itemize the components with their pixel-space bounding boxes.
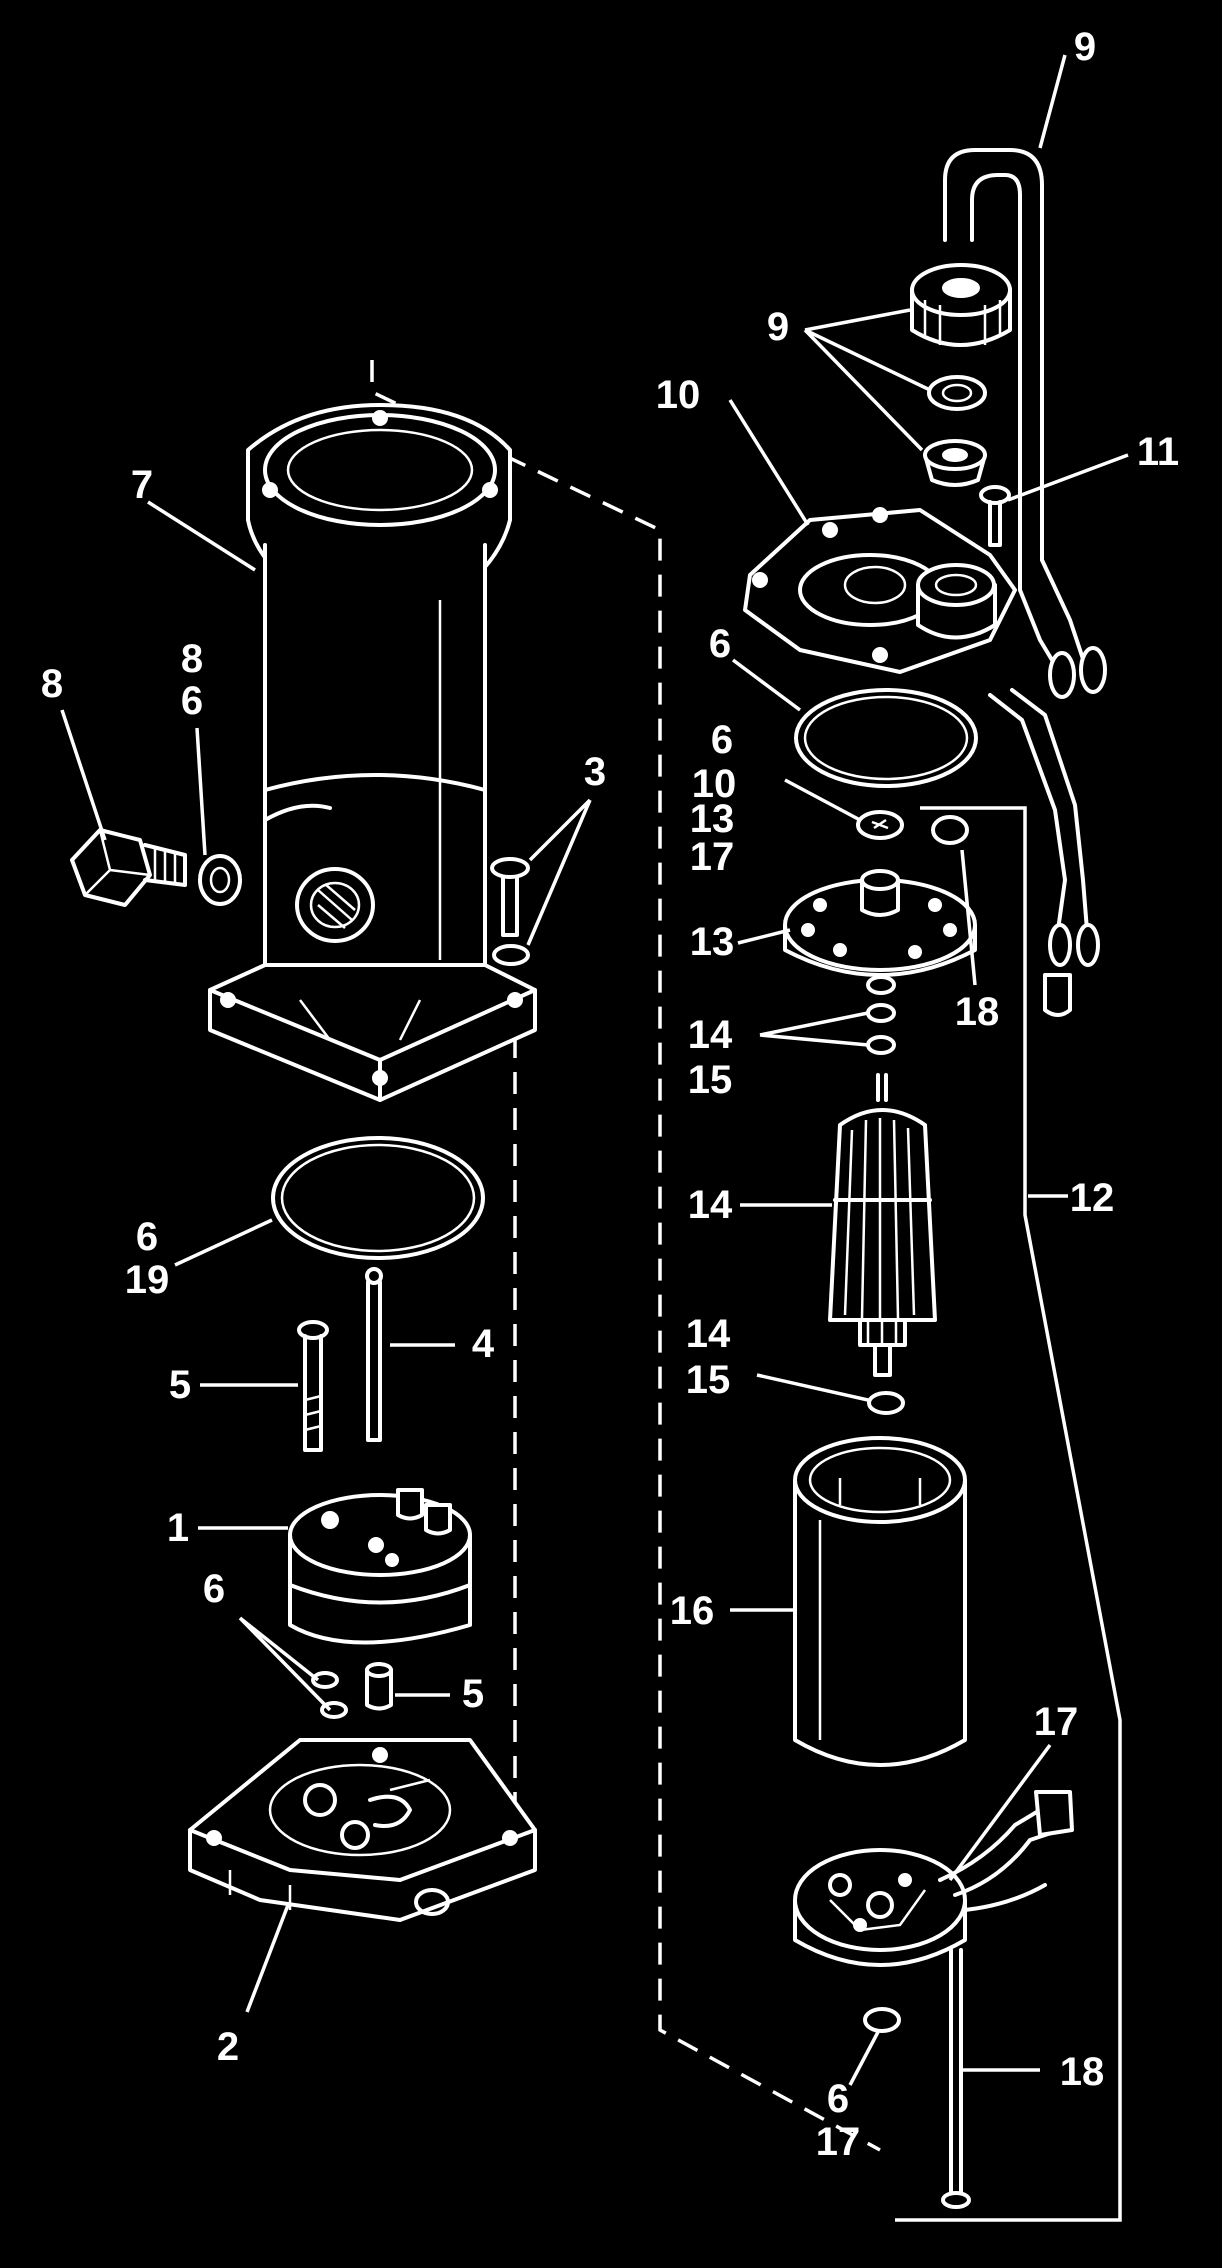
pin-part-5 xyxy=(365,1662,393,1711)
label-17-endframe: 17 xyxy=(1034,1700,1079,1744)
motor-frame-part-16 xyxy=(793,1436,967,1767)
screw-part-11 xyxy=(979,485,1011,547)
label-6-bottom: 6 xyxy=(827,2077,849,2121)
label-16: 16 xyxy=(670,1589,715,1633)
label-9-top: 9 xyxy=(1074,25,1096,69)
label-6-stack-plug: 6 xyxy=(181,679,203,723)
label-5-bolt: 5 xyxy=(169,1363,191,1407)
label-17-bottom: 17 xyxy=(816,2120,861,2164)
ferrule-part-9 xyxy=(923,439,987,487)
washer-part-18 xyxy=(931,815,969,845)
rod-part-4 xyxy=(365,1267,383,1442)
seal-kit-part-6-10-13-17 xyxy=(856,810,904,840)
label-18-bolt: 18 xyxy=(1060,2050,1105,2094)
label-18-washer: 18 xyxy=(955,990,1000,1034)
label-14-lower: 14 xyxy=(686,1312,731,1356)
label-14-armature: 14 xyxy=(688,1183,733,1227)
wire-harness-part-9 xyxy=(943,148,1107,699)
washer-part-9 xyxy=(927,375,987,411)
label-10-cap: 10 xyxy=(656,373,701,417)
armature-part-14 xyxy=(828,1073,937,1377)
label-13-stack: 13 xyxy=(690,797,735,841)
wire-sleeve-part-12 xyxy=(988,688,1100,1017)
label-3: 3 xyxy=(584,750,606,794)
label-8-stack: 8 xyxy=(181,637,203,681)
label-17-stack: 17 xyxy=(690,835,735,879)
label-11: 11 xyxy=(1137,430,1179,474)
label-19: 19 xyxy=(125,1258,170,1302)
bolt-part-5 xyxy=(297,1320,329,1452)
label-14-washers: 14 xyxy=(688,1013,733,1057)
label-4: 4 xyxy=(472,1322,495,1366)
through-bolt-part-18 xyxy=(941,1948,971,2209)
label-6-large-oring: 6 xyxy=(136,1215,158,1259)
screw-and-washer-part-3 xyxy=(490,857,530,966)
end-cap-part-10 xyxy=(743,507,1017,674)
pump-block-part-1 xyxy=(288,1488,472,1645)
base-manifold-part-2 xyxy=(188,1738,537,1922)
label-15-washers: 15 xyxy=(688,1058,733,1102)
pump-housing-part-7 xyxy=(208,403,537,1102)
grommet-part-9 xyxy=(910,263,1012,347)
end-frame-part-17 xyxy=(793,1790,1074,1967)
brush-plate-part-13 xyxy=(783,869,977,977)
label-13-plate: 13 xyxy=(690,920,735,964)
leader-lines xyxy=(60,54,1129,2086)
lower-washer-part-14-15 xyxy=(867,1391,905,1415)
label-6-seals: 6 xyxy=(203,1567,225,1611)
label-9-grommet: 9 xyxy=(767,305,789,349)
label-10-stack: 10 xyxy=(692,762,737,806)
label-15-lower: 15 xyxy=(686,1358,731,1402)
assembly-dashed-lines xyxy=(370,360,881,2152)
washer-part-6-17 xyxy=(863,2007,901,2033)
label-7: 7 xyxy=(131,463,153,507)
o-ring-part-6-19 xyxy=(271,1136,485,1260)
small-seals-part-6 xyxy=(311,1671,348,1719)
label-6-stack-seal: 6 xyxy=(711,718,733,762)
label-2: 2 xyxy=(217,2025,239,2069)
bracket-line-part-12 xyxy=(895,806,1122,2222)
label-1: 1 xyxy=(167,1506,189,1550)
label-8-plug: 8 xyxy=(41,662,63,706)
o-ring-part-6-motor xyxy=(794,688,978,788)
label-6-oring: 6 xyxy=(709,622,731,666)
label-5-pin: 5 xyxy=(462,1672,484,1716)
callout-labels: 9 9 10 11 7 6 8 6 8 6 10 13 17 3 13 18 1… xyxy=(41,25,1179,2164)
label-12: 12 xyxy=(1070,1176,1115,1220)
